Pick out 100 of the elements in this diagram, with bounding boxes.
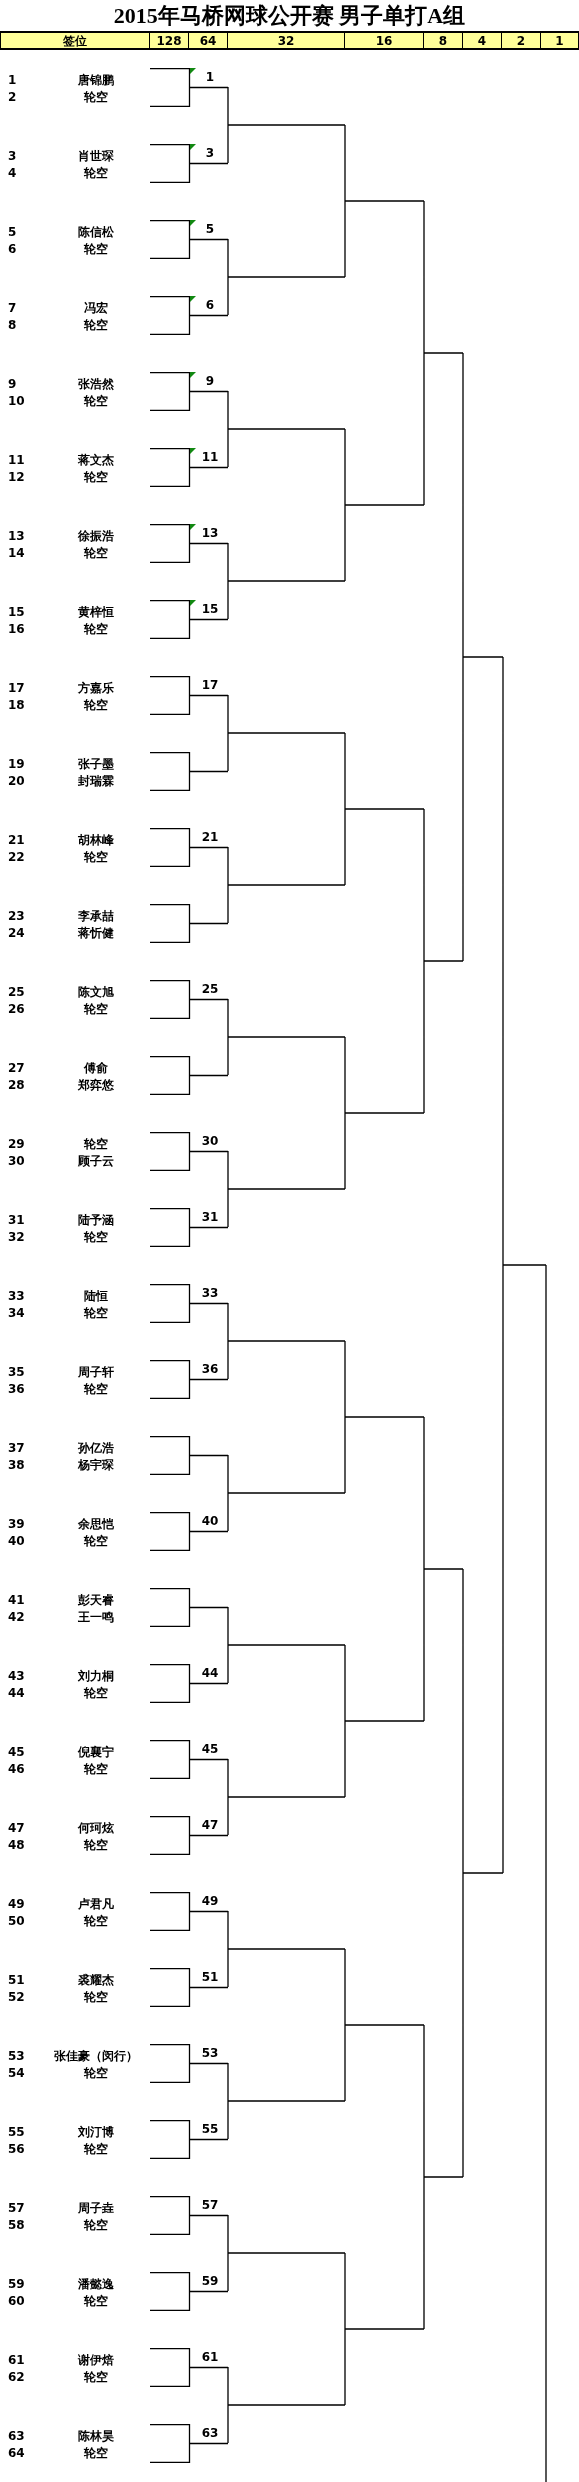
seed-number: 42 [8,1609,25,1626]
player-name: 周子轩 [77,1364,115,1381]
seed-number: 10 [8,393,25,410]
player-name: 轮空 [83,1989,109,2006]
seed-number: 22 [8,849,25,866]
seed-number: 53 [8,2048,25,2065]
player-name: 谢伊焙 [77,2352,115,2369]
seed-number: 9 [8,376,17,393]
player-name: 杨宇琛 [77,1457,115,1474]
player-name: 倪襄宁 [77,1744,115,1761]
seed-number: 8 [8,317,17,334]
seed-number: 45 [8,1744,25,1761]
seed-number: 62 [8,2369,25,2386]
player-name: 傅俞 [82,1060,109,1077]
header-cell: 32 [228,31,345,50]
seed-number: 52 [8,1989,25,2006]
seed-number: 12 [8,469,25,486]
winner-number: 55 [200,2122,220,2137]
seed-number: 19 [8,756,25,773]
seed-number: 43 [8,1668,25,1685]
seed-number: 64 [8,2445,25,2462]
seed-number: 48 [8,1837,25,1854]
player-name: 轮空 [83,1685,109,1702]
seed-number: 27 [8,1060,25,1077]
winner-number: 47 [200,1818,220,1833]
player-name: 陆恒 [83,1288,109,1305]
player-name: 潘懿逸 [77,2276,115,2293]
player-name: 轮空 [83,89,109,106]
player-name: 轮空 [83,165,109,182]
winner-number: 30 [200,1134,220,1149]
player-name: 轮空 [83,545,109,562]
seed-number: 44 [8,1685,25,1702]
seed-number: 23 [8,908,25,925]
player-name: 轮空 [83,1229,109,1246]
player-name: 轮空 [83,2217,109,2234]
winner-number: 31 [200,1210,220,1225]
seed-number: 13 [8,528,25,545]
header-cell: 16 [345,31,424,50]
seed-number: 54 [8,2065,25,2082]
winner-number: 15 [200,602,220,617]
header-cell: 4 [463,31,502,50]
player-name: 轮空 [83,849,109,866]
seed-number: 57 [8,2200,25,2217]
player-name: 轮空 [83,469,109,486]
seed-number: 26 [8,1001,25,1018]
player-name: 轮空 [83,2369,109,2386]
seed-number: 6 [8,241,17,258]
winner-number: 25 [200,982,220,997]
seed-number: 25 [8,984,25,1001]
seed-number: 56 [8,2141,25,2158]
player-name: 轮空 [83,2065,109,2082]
seed-number: 16 [8,621,25,638]
seed-number: 49 [8,1896,25,1913]
header-cell: 签位 [0,31,150,50]
header-cell: 64 [189,31,228,50]
seed-number: 31 [8,1212,25,1229]
seed-number: 21 [8,832,25,849]
player-name: 孙亿浩 [77,1440,115,1457]
header-cell: 1 [541,31,579,50]
player-name: 封瑞霖 [77,773,115,790]
seed-number: 17 [8,680,25,697]
seed-number: 20 [8,773,25,790]
winner-number: 45 [200,1742,220,1757]
player-name: 轮空 [83,2445,109,2462]
player-name: 余思恺 [77,1516,115,1533]
seed-number: 28 [8,1077,25,1094]
player-name: 轮空 [83,317,109,334]
player-name: 黄梓恒 [77,604,115,621]
winner-number: 9 [204,374,216,389]
winner-number: 11 [200,450,220,465]
winner-number: 61 [200,2350,220,2365]
player-name: 轮空 [83,1001,109,1018]
player-name: 轮空 [83,1913,109,1930]
player-name: 王一鸣 [77,1609,115,1626]
seed-number: 15 [8,604,25,621]
seed-number: 51 [8,1972,25,1989]
seed-number: 33 [8,1288,25,1305]
seed-number: 11 [8,452,25,469]
seed-number: 29 [8,1136,25,1153]
seed-number: 4 [8,165,17,182]
player-name: 冯宏 [83,300,109,317]
player-name: 彭天睿 [77,1592,115,1609]
bracket-title: 2015年马桥网球公开赛 男子单打A组 [112,1,467,30]
player-name: 方嘉乐 [77,680,115,697]
seed-number: 18 [8,697,25,714]
seed-number: 47 [8,1820,25,1837]
player-name: 陈林昊 [77,2428,115,2445]
seed-number: 37 [8,1440,25,1457]
header-cell: 2 [502,31,541,50]
seed-number: 24 [8,925,25,942]
player-name: 徐振浩 [77,528,115,545]
player-name: 陈文旭 [77,984,115,1001]
seed-number: 5 [8,224,17,241]
winner-number: 17 [200,678,220,693]
player-name: 轮空 [83,241,109,258]
header-cell: 128 [150,31,189,50]
winner-number: 5 [204,222,216,237]
seed-number: 35 [8,1364,25,1381]
winner-number: 51 [200,1970,220,1985]
winner-number: 44 [200,1666,220,1681]
